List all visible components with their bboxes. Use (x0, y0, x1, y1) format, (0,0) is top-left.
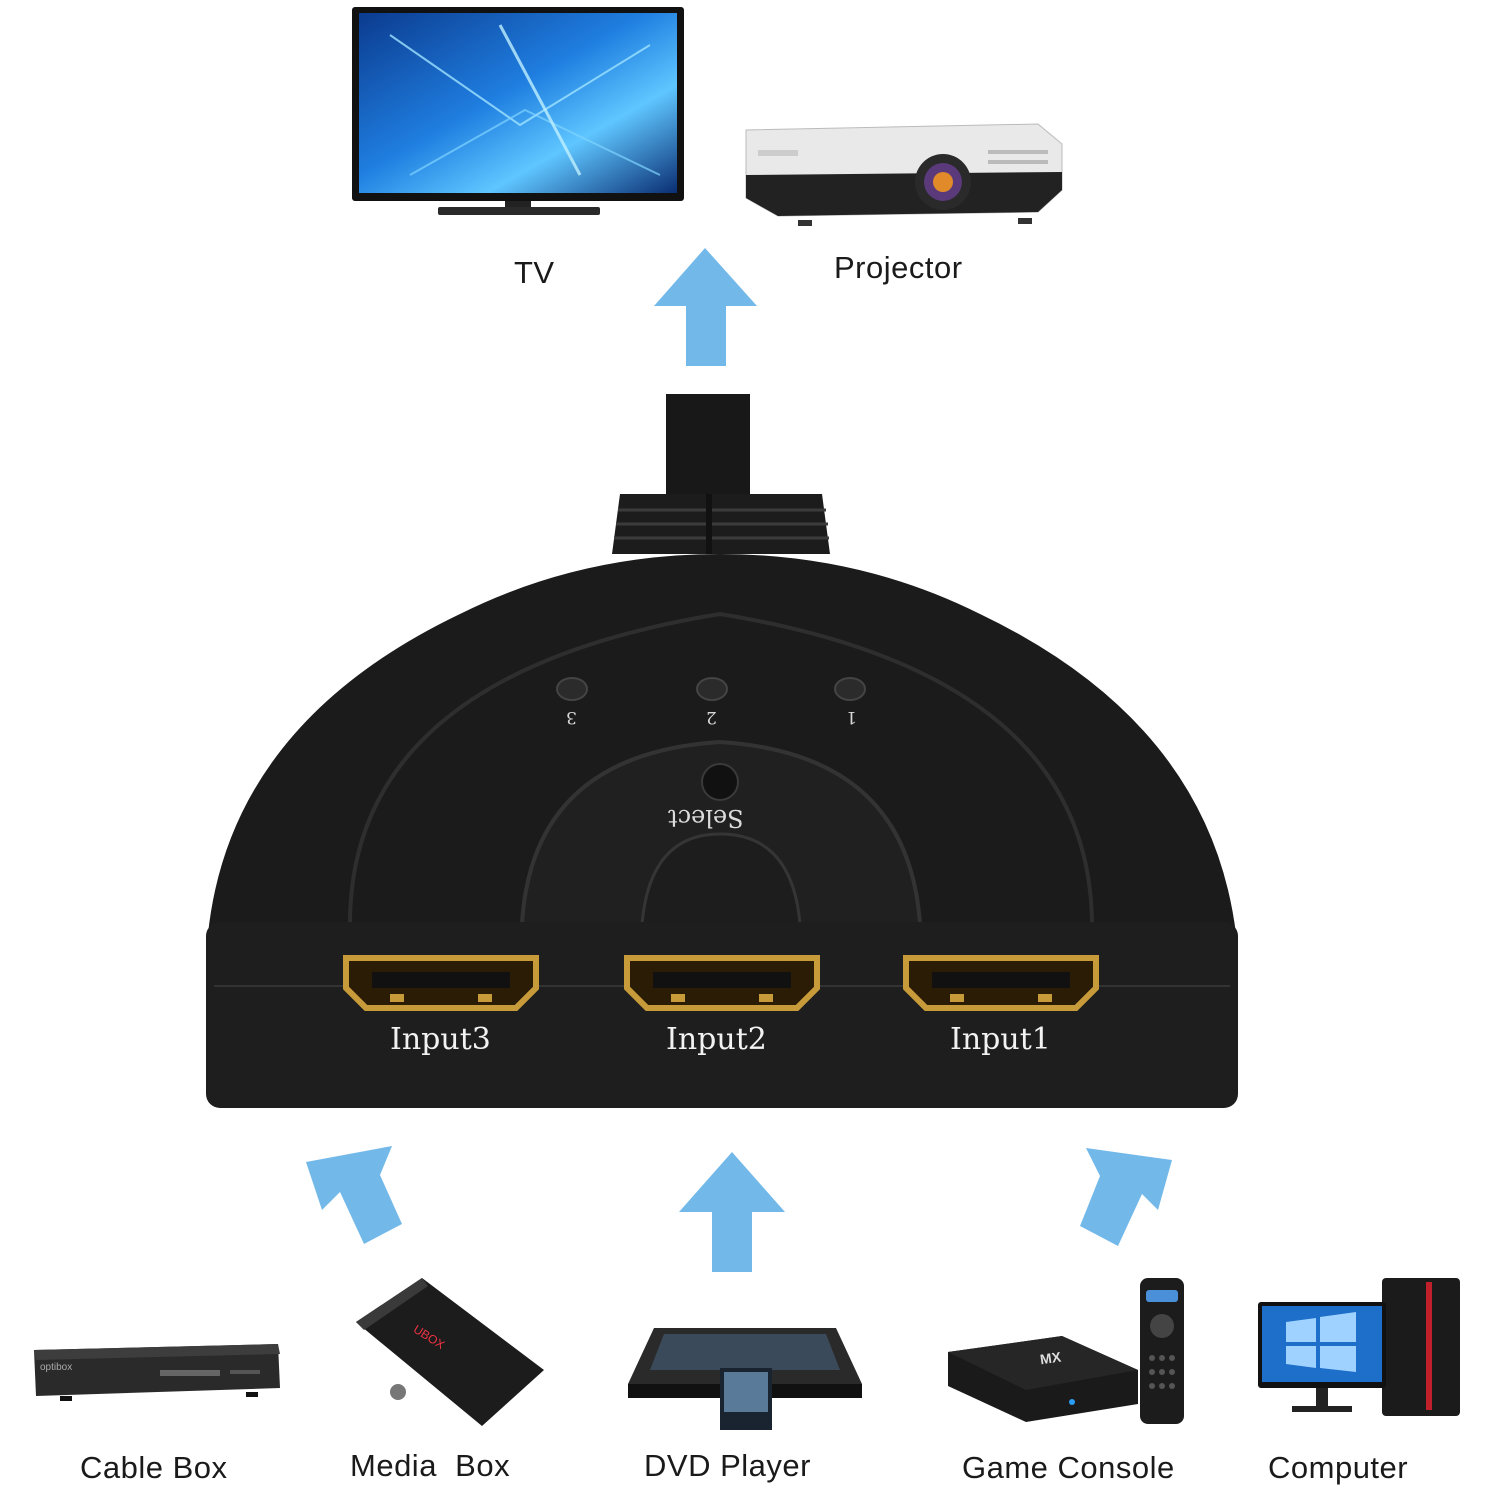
hdmi-ports (343, 955, 1099, 1011)
computer-device (1256, 1272, 1472, 1422)
arrow-up-to-outputs-icon (654, 248, 757, 366)
projector-device (738, 120, 1066, 228)
tv-label: TV (514, 255, 555, 290)
computer-label: Computer (1268, 1450, 1409, 1485)
cable-box-label: Cable Box (80, 1450, 228, 1485)
console-brand: MX (1038, 1348, 1063, 1368)
projector-label: Projector (834, 250, 963, 285)
led-label-2: 2 (706, 707, 717, 727)
led-label-3: 3 (566, 707, 577, 727)
media-box-device: UBOX (352, 1272, 548, 1432)
arrow-diagonal-right-icon (1080, 1148, 1172, 1246)
arrow-diagonal-left-icon (306, 1146, 402, 1244)
hdmi-switch-body-icon (206, 394, 1238, 1108)
game-console-icon (948, 1278, 1184, 1424)
media-box-label: Media Box (350, 1448, 511, 1483)
led-label-1: 1 (846, 707, 857, 727)
dvd-player-icon (628, 1328, 862, 1430)
game-console-label: Game Console (962, 1450, 1175, 1485)
select-button-label: Select (668, 804, 744, 832)
cable-box-brand: optibox (40, 1362, 73, 1373)
computer-icon (1258, 1278, 1460, 1416)
media-box-icon (356, 1278, 544, 1426)
cable-box-device: optibox (30, 1340, 282, 1402)
projector-icon (745, 123, 1063, 226)
tv-icon (352, 7, 684, 215)
hdmi-switch: 3 2 1 Select Input3 Input2 Input1 (200, 394, 1244, 1114)
dvd-player-device (624, 1324, 866, 1436)
tv-device (350, 5, 686, 221)
port-label-input1: Input1 (950, 1022, 1051, 1057)
port-label-input2: Input2 (666, 1022, 767, 1057)
dvd-player-label: DVD Player (644, 1448, 811, 1483)
cable-box-icon (34, 1344, 280, 1401)
game-console-device: MX (944, 1276, 1202, 1426)
arrow-center-up-icon (679, 1152, 785, 1272)
port-label-input3: Input3 (390, 1022, 491, 1057)
